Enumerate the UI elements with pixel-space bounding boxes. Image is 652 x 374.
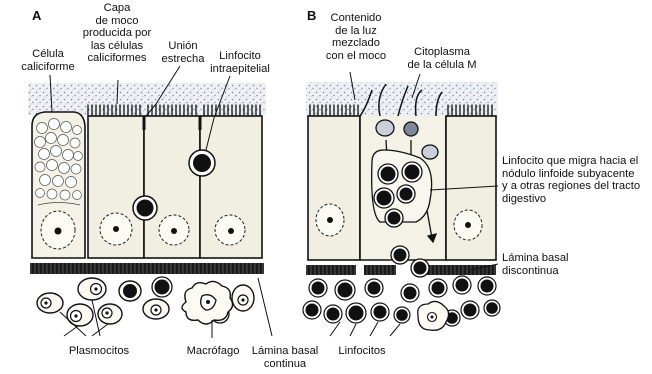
nuclei-a <box>100 213 245 245</box>
macrophage-b <box>418 301 449 330</box>
mucus-layer-a <box>28 83 266 115</box>
panel-b-letter: B <box>307 10 316 23</box>
basal-lamina-discontinuous <box>306 265 496 275</box>
label-intraepithelial-lymphocyte: Linfocito intraepitelial <box>210 50 270 75</box>
mucus-layer-b <box>306 82 498 116</box>
panel-a <box>28 66 272 338</box>
label-goblet-cell: Célula caliciforme <box>21 48 74 73</box>
label-tight-junction: Unión estrecha <box>162 40 205 65</box>
label-macrophage: Macrófago <box>187 345 240 358</box>
panel-b <box>303 72 500 336</box>
label-m-cell-cytoplasm: Citoplasma de la célula M <box>407 46 476 71</box>
basal-lamina-continuous <box>30 263 264 274</box>
label-basal-lamina-continuous: Lámina basal continua <box>252 345 319 370</box>
label-basal-lamina-discontinuous: Lámina basal discontinua <box>502 252 569 277</box>
label-lumen-content: Contenido de la luz mezclado con el moco <box>326 12 386 62</box>
label-plasma-cells: Plasmocitos <box>69 345 129 358</box>
panel-a-letter: A <box>32 10 41 23</box>
label-mucus-layer: Capa de moco producida por las células c… <box>83 2 151 65</box>
macrophage <box>182 281 233 324</box>
label-migrating-lymphocyte: Linfocito que migra hacia el nódulo linf… <box>502 155 640 205</box>
goblet-cell <box>32 112 85 258</box>
label-lymphocytes: Linfocitos <box>338 345 385 358</box>
